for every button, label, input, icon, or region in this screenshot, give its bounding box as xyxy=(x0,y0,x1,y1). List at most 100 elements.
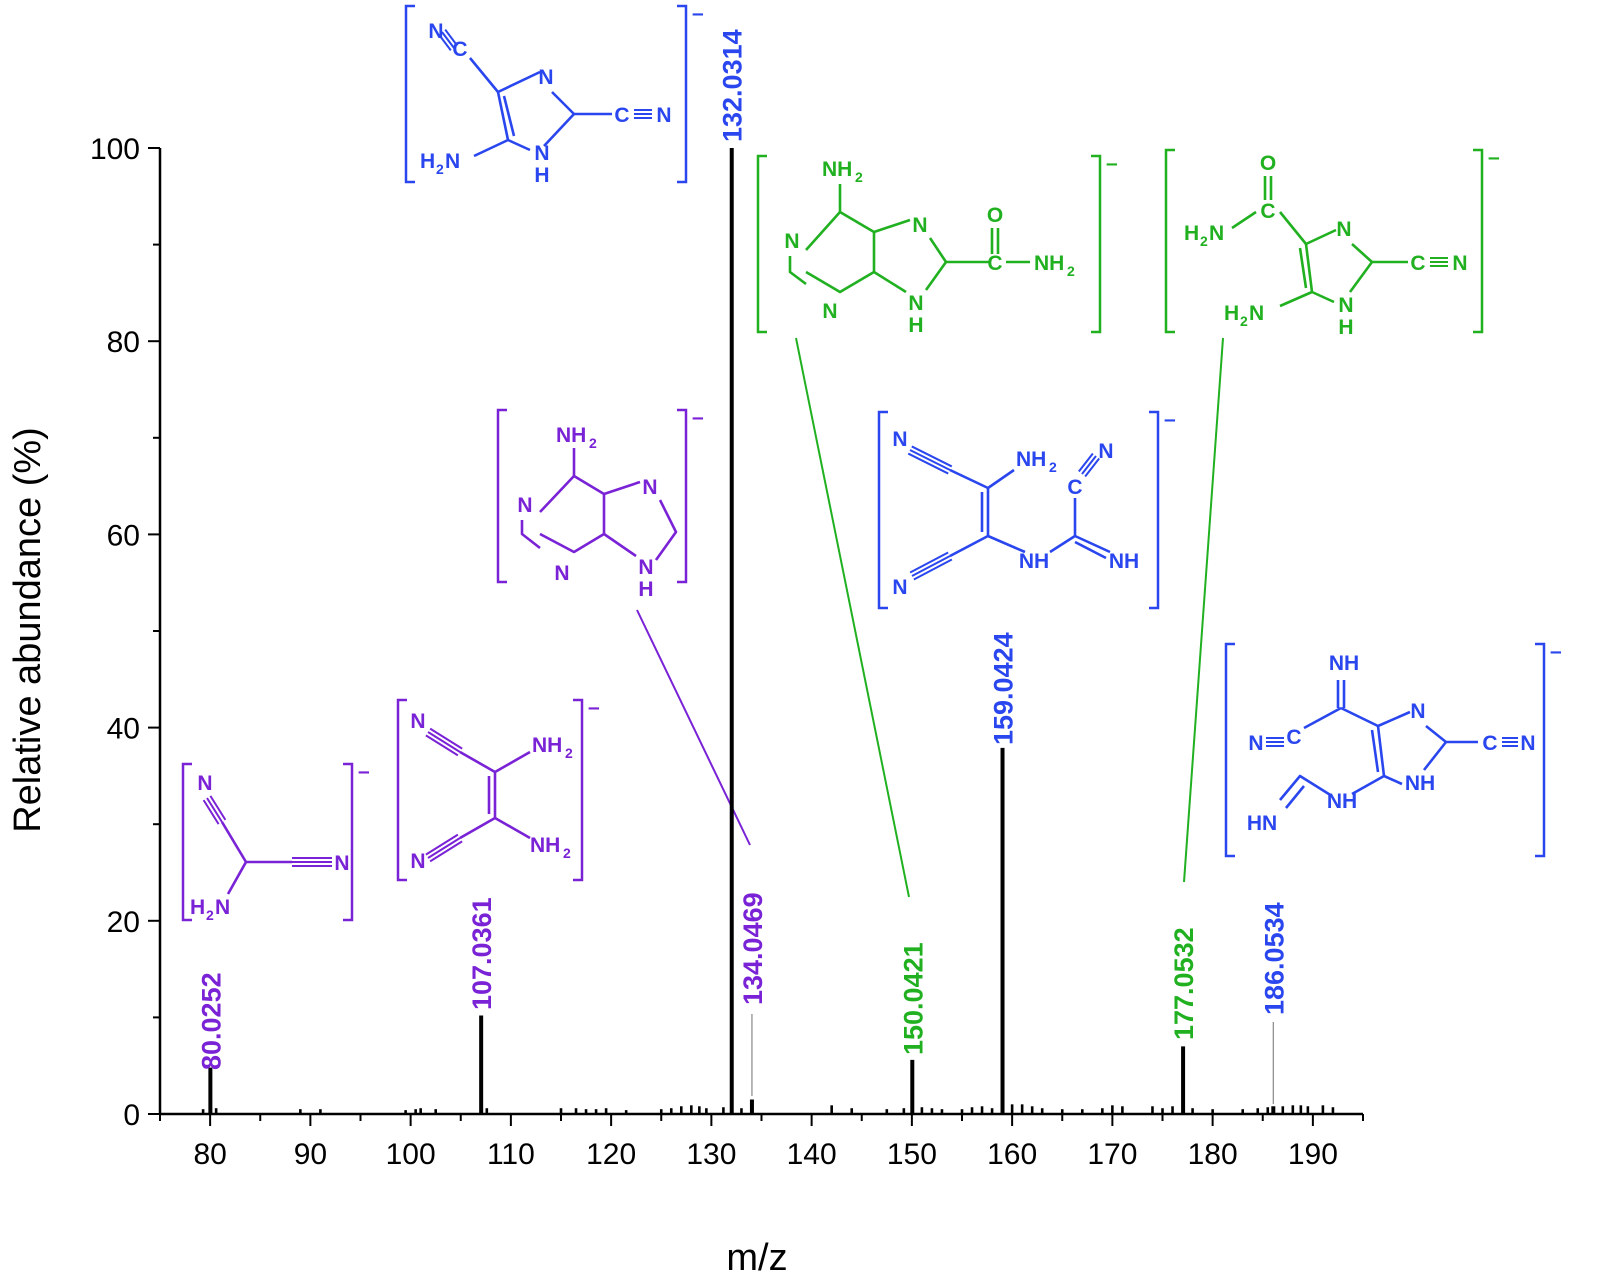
bracket-left xyxy=(496,408,507,584)
bond xyxy=(1377,710,1411,728)
peak-label-134.0469: 134.0469 xyxy=(738,892,768,1005)
carbon: C xyxy=(987,252,1002,275)
bond xyxy=(520,520,541,550)
bond xyxy=(1340,706,1379,728)
guide-line-150 xyxy=(795,337,910,898)
ring-h: H xyxy=(534,164,549,187)
amino-subscript: 2 xyxy=(1240,313,1248,329)
bracket-right xyxy=(1535,642,1546,858)
ring-n: N xyxy=(784,230,799,253)
bond xyxy=(603,480,641,496)
amino-n: N xyxy=(1249,302,1264,325)
guide-line-177 xyxy=(1183,337,1224,883)
ring-n: N xyxy=(1338,294,1353,317)
bond xyxy=(987,534,1026,554)
amino-subscript: 2 xyxy=(589,435,597,451)
y-tick-label: 40 xyxy=(107,713,140,746)
bracket-right xyxy=(677,4,688,184)
oxygen: O xyxy=(987,204,1003,227)
triple-bond xyxy=(907,452,949,475)
charge-symbol: – xyxy=(1488,146,1500,169)
bond xyxy=(1298,247,1308,289)
ring-n: N xyxy=(517,494,532,517)
triple-bond xyxy=(206,797,223,823)
bond xyxy=(1376,725,1386,777)
bond xyxy=(924,237,948,291)
bond xyxy=(473,138,509,158)
bond xyxy=(949,534,989,558)
bond xyxy=(873,218,911,234)
amino-subscript: 2 xyxy=(1200,233,1208,249)
x-tick-label: 100 xyxy=(386,1138,436,1171)
triple-bond xyxy=(437,33,452,52)
ring-n: N xyxy=(1336,218,1351,241)
triple-bond xyxy=(909,551,949,574)
bond xyxy=(496,91,510,141)
amino-subscript: 2 xyxy=(1049,459,1057,475)
triple-bond xyxy=(427,731,461,753)
carbon: C xyxy=(614,104,629,127)
amino-nh: NH xyxy=(530,834,560,857)
nitrile-n: N xyxy=(892,576,907,599)
bracket-left xyxy=(756,154,767,334)
nh: NH xyxy=(1329,652,1359,675)
carbon: C xyxy=(1067,476,1082,499)
triple-bond xyxy=(209,795,227,821)
bond xyxy=(502,95,516,137)
bracket-left xyxy=(181,762,192,922)
x-tick-label: 130 xyxy=(686,1138,736,1171)
bond xyxy=(1278,211,1308,245)
bond xyxy=(949,468,1015,490)
carbon: C xyxy=(1260,200,1275,223)
bond xyxy=(1284,785,1306,809)
bond xyxy=(1279,774,1333,801)
nitrile-n: N xyxy=(1452,252,1467,275)
bond xyxy=(539,474,606,554)
amino-nh: NH xyxy=(1034,252,1064,275)
triple-bond xyxy=(427,837,461,859)
triple-bond xyxy=(1078,452,1094,473)
nitrile-n: N xyxy=(656,104,671,127)
bond xyxy=(1383,774,1403,786)
ring-n: N xyxy=(642,476,657,499)
y-tick-label: 20 xyxy=(107,906,140,939)
spectrum-peaks xyxy=(201,148,1335,1114)
x-tick-label: 80 xyxy=(193,1138,226,1171)
bond xyxy=(468,57,500,93)
triple-bond xyxy=(441,31,455,49)
bond xyxy=(1279,290,1313,308)
bond xyxy=(654,499,678,561)
nitrile-n: N xyxy=(410,850,425,873)
triple-bond xyxy=(429,840,463,863)
ring-n: N xyxy=(554,562,569,585)
bracket-right xyxy=(573,698,584,882)
charge-symbol: – xyxy=(358,760,370,783)
amino-h: H xyxy=(1224,302,1239,325)
triple-bond xyxy=(913,558,953,581)
x-tick-label: 160 xyxy=(987,1138,1037,1171)
peak-label-107.0361: 107.0361 xyxy=(467,897,497,1010)
amino-n: N xyxy=(215,896,230,919)
amino-h: H xyxy=(190,896,205,919)
bond xyxy=(1304,243,1314,293)
x-tick-label: 190 xyxy=(1288,1138,1338,1171)
nh: NH xyxy=(1019,550,1049,573)
nitrile-n: N xyxy=(410,710,425,733)
triple-bond xyxy=(444,29,459,47)
bond xyxy=(1348,243,1374,293)
amino-nh: NH xyxy=(1016,448,1046,471)
amino-nh: NH xyxy=(822,158,852,181)
nh: NH xyxy=(1405,772,1435,795)
